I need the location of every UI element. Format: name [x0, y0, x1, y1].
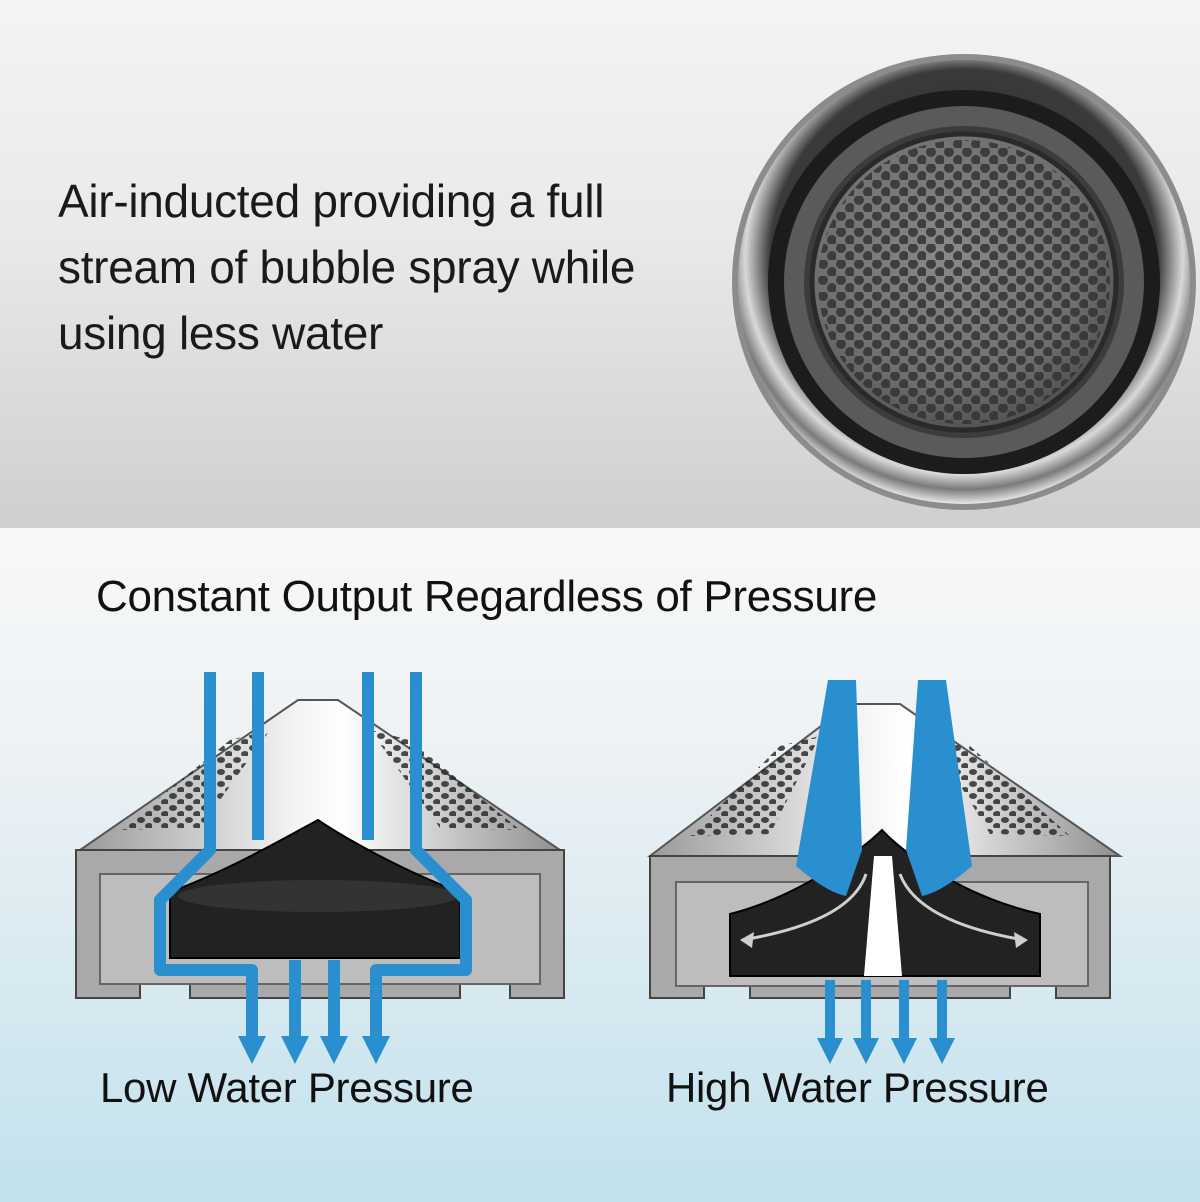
top-panel: Air-inducted providing a full stream of …	[0, 0, 1200, 528]
low-pressure-label: Low Water Pressure	[100, 1064, 474, 1111]
aerator-photo	[732, 54, 1196, 510]
section-title: Constant Output Regardless of Pressure	[96, 572, 878, 621]
headline: Air-inducted providing a full stream of …	[58, 175, 636, 359]
high-pressure-label: High Water Pressure	[666, 1064, 1049, 1111]
high-pressure-diagram	[647, 680, 1124, 1064]
low-pressure-diagram	[75, 672, 565, 1064]
